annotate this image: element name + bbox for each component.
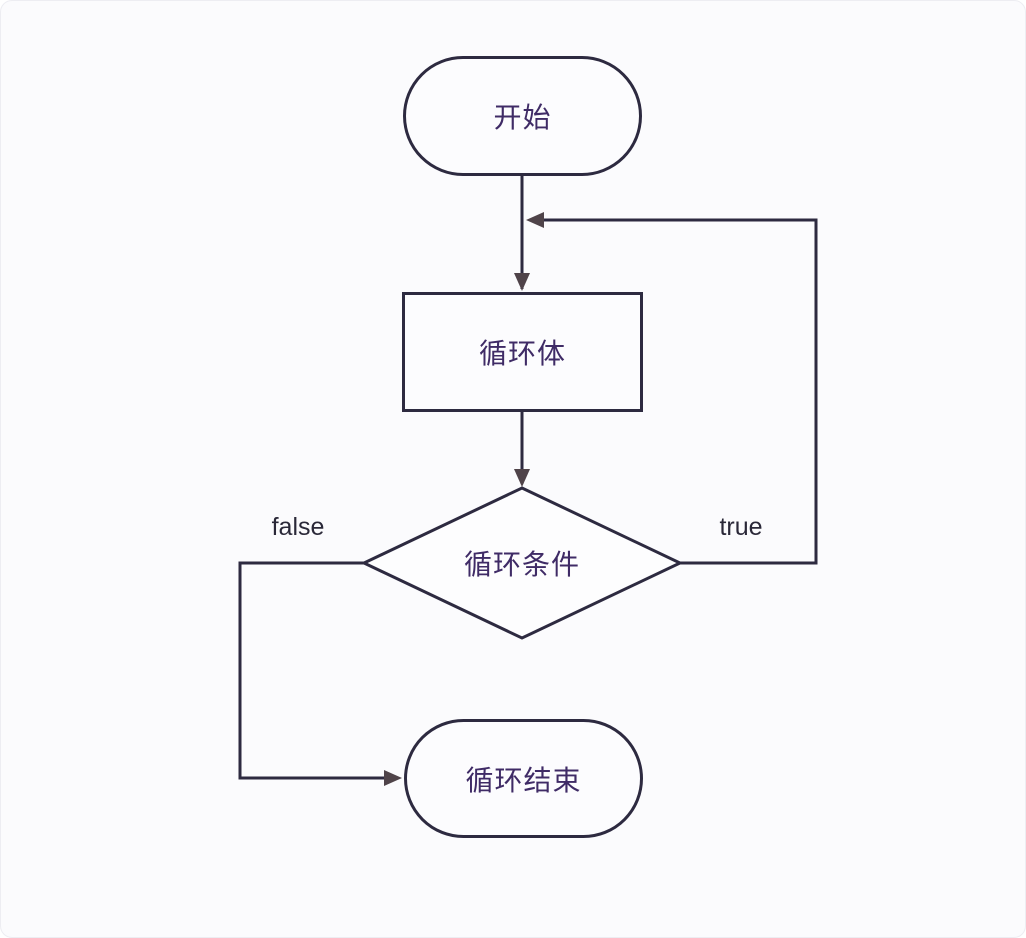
arrowhead-into-condition: [514, 469, 530, 487]
arrowhead-into-loop-end: [384, 770, 402, 786]
node-start: 开始: [403, 56, 642, 176]
node-loop-body-label: 循环体: [478, 338, 566, 369]
node-loop-condition-label: 循环条件: [463, 549, 580, 580]
node-loop-end: 循环结束: [404, 719, 643, 838]
node-loop-body: 循环体: [402, 292, 643, 412]
edge-label-false: false: [271, 513, 325, 541]
node-loop-end-label: 循环结束: [465, 764, 582, 796]
edge-true-feedback: [544, 218, 818, 565]
loop-condition-diamond-shape: [360, 486, 684, 640]
edge-false-to-loop-end: [238, 561, 386, 780]
arrowhead-true-merge: [526, 212, 544, 228]
node-loop-condition-label-wrap: 循环条件: [402, 535, 642, 591]
arrowhead-into-loop-body: [514, 273, 530, 291]
node-start-label: 开始: [493, 102, 552, 133]
edge-label-true: true: [719, 513, 763, 541]
